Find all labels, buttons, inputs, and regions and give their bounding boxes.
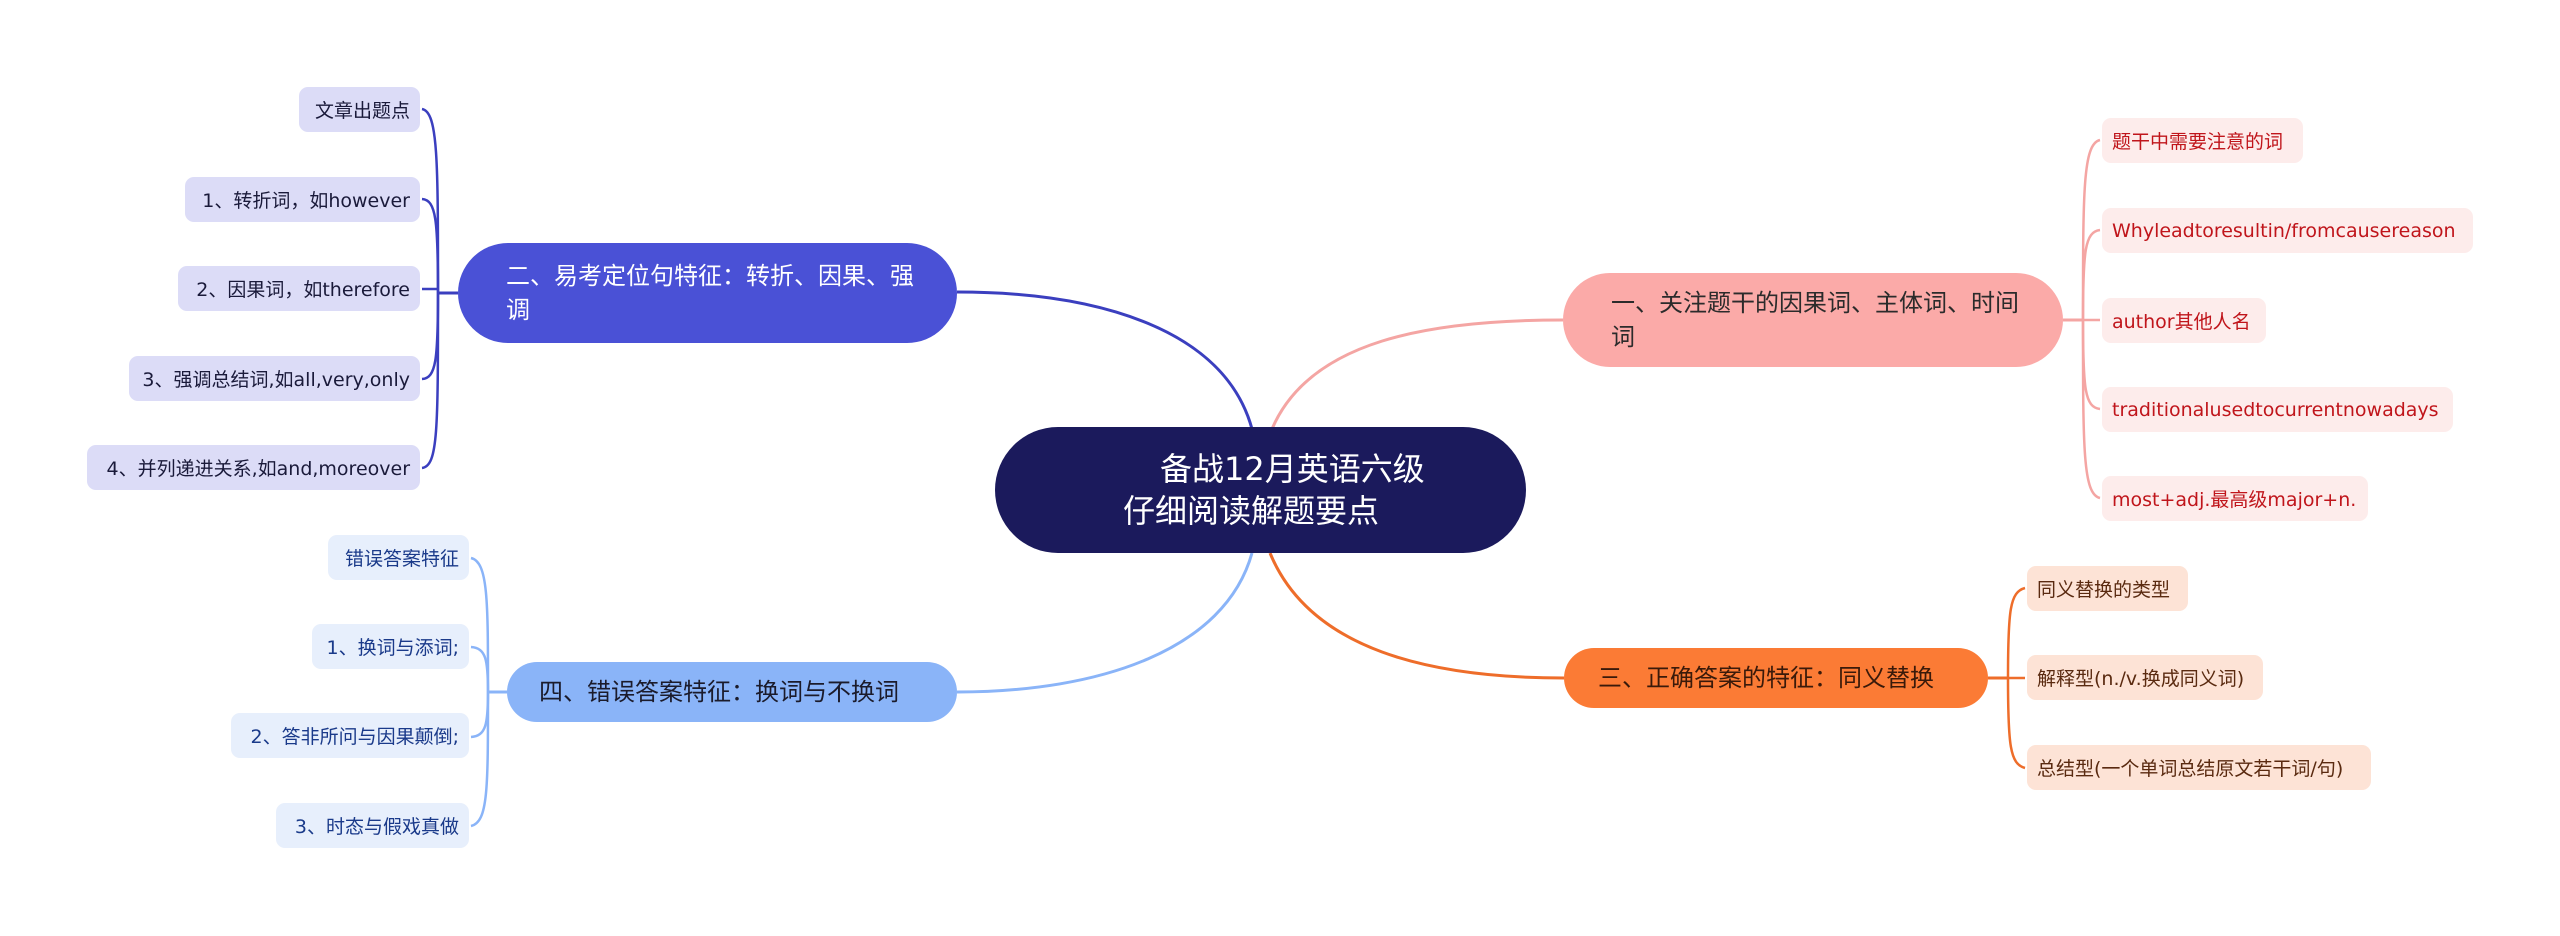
- leaf-label: 同义替换的类型: [2037, 579, 2171, 601]
- root-title-line2: 仔细阅读解题要点: [1123, 492, 1380, 530]
- leaf-topic[interactable]: 2、因果词，如therefore: [178, 266, 420, 311]
- branch-label: 一、关注题干的因果词、主体词、时间词: [1611, 289, 2019, 351]
- leaf-label: 2、答非所问与因果颠倒;: [250, 726, 460, 748]
- leaf-label: 1、转折词，如however: [202, 190, 410, 212]
- leaf-label: 题干中需要注意的词: [2112, 131, 2284, 153]
- leaf-label: most+adj.最高级major+n.: [2112, 489, 2357, 511]
- leaf-label: traditionalusedtocurrentnowadays: [2112, 398, 2439, 421]
- leaf-label: 文章出题点: [314, 100, 410, 122]
- root-topic[interactable]: 备战12月英语六级 仔细阅读解题要点: [995, 427, 1526, 553]
- leaf-label: 2、因果词，如therefore: [196, 279, 410, 301]
- leaf-topic[interactable]: 3、强调总结词,如all,very,only: [129, 356, 420, 401]
- branch-topic-2[interactable]: 二、易考定位句特征：转折、因果、强调: [458, 243, 957, 343]
- leaf-topic[interactable]: 解释型(n./v.换成同义词): [2027, 655, 2263, 700]
- leaf-topic[interactable]: Whyleadtoresultin/fromcausereason: [2102, 208, 2473, 253]
- leaf-topic[interactable]: 文章出题点: [299, 87, 420, 132]
- leaf-label: 3、时态与假戏真做: [294, 816, 459, 838]
- branch-topic-4[interactable]: 四、错误答案特征：换词与不换词: [507, 662, 957, 722]
- branch-topic-3[interactable]: 三、正确答案的特征：同义替换: [1564, 648, 1988, 708]
- leaf-topic[interactable]: 3、时态与假戏真做: [276, 803, 469, 848]
- leaf-label: author其他人名: [2112, 311, 2251, 333]
- leaf-topic[interactable]: 同义替换的类型: [2027, 566, 2188, 611]
- leaf-label: 4、并列递进关系,如and,moreover: [106, 458, 411, 480]
- leaf-topic[interactable]: author其他人名: [2102, 298, 2266, 343]
- leaf-label: 错误答案特征: [344, 548, 459, 570]
- branch-label: 二、易考定位句特征：转折、因果、强调: [506, 262, 914, 324]
- leaf-topic[interactable]: 1、换词与添词;: [312, 624, 469, 669]
- leaf-label: 解释型(n./v.换成同义词): [2037, 668, 2245, 690]
- leaf-topic[interactable]: traditionalusedtocurrentnowadays: [2102, 387, 2453, 432]
- leaf-topic[interactable]: 总结型(一个单词总结原文若干词/句): [2027, 745, 2371, 790]
- leaf-topic[interactable]: most+adj.最高级major+n.: [2102, 476, 2368, 521]
- leaf-topic[interactable]: 2、答非所问与因果颠倒;: [231, 713, 469, 758]
- root-title-line1: 备战12月英语六级: [1160, 450, 1425, 488]
- branch-label: 四、错误答案特征：换词与不换词: [539, 678, 899, 706]
- leaf-topic[interactable]: 错误答案特征: [328, 535, 469, 580]
- leaf-topic[interactable]: 4、并列递进关系,如and,moreover: [87, 445, 420, 490]
- branch-topic-1[interactable]: 一、关注题干的因果词、主体词、时间词: [1563, 273, 2063, 367]
- leaf-label: 3、强调总结词,如all,very,only: [142, 369, 410, 391]
- leaf-topic[interactable]: 题干中需要注意的词: [2102, 118, 2303, 163]
- branch-label: 三、正确答案的特征：同义替换: [1598, 664, 1934, 692]
- leaf-label: Whyleadtoresultin/fromcausereason: [2112, 219, 2456, 242]
- leaf-label: 总结型(一个单词总结原文若干词/句): [2037, 758, 2344, 780]
- leaf-topic[interactable]: 1、转折词，如however: [185, 177, 420, 222]
- leaf-label: 1、换词与添词;: [326, 637, 460, 659]
